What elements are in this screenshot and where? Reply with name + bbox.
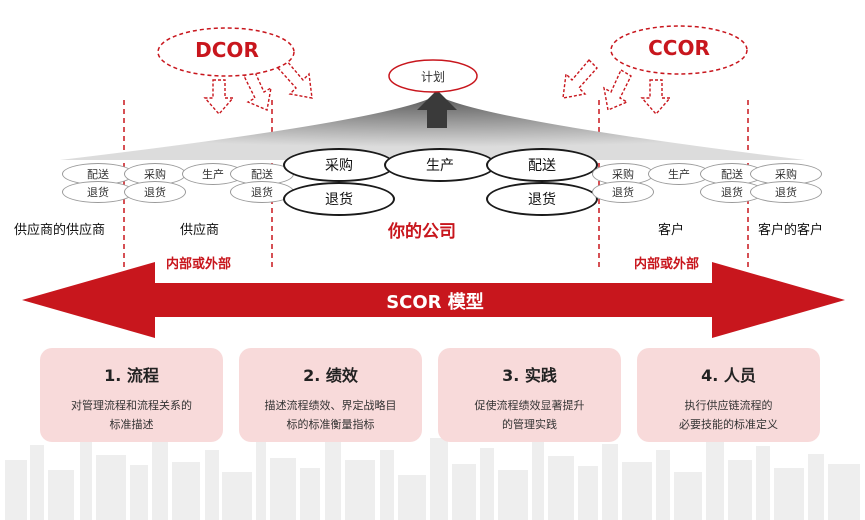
card-process-line1: 对管理流程和流程关系的 xyxy=(71,399,192,412)
co-source-return: 退货 xyxy=(283,182,395,216)
dcor-oval xyxy=(157,27,295,77)
card-people-title: 4. 人员 xyxy=(701,366,756,385)
plan-oval xyxy=(388,59,478,93)
co-source: 采购 xyxy=(283,148,395,182)
co-deliver-return: 退货 xyxy=(486,182,598,216)
city-skyline-background xyxy=(5,428,860,520)
ccor-label: CCOR xyxy=(648,36,710,60)
dcor-label: DCOR xyxy=(195,38,259,62)
card-performance-desc: 描述流程绩效、界定战略目 标的标准衡量指标 xyxy=(239,396,422,434)
scor-double-arrow xyxy=(22,262,845,338)
card-practice: 3. 实践 促使流程绩效显著提升 的管理实践 xyxy=(438,348,621,442)
sup-source-return: 退货 xyxy=(124,181,186,203)
card-practice-line2: 的管理实践 xyxy=(502,418,557,431)
cc-return: 退货 xyxy=(750,181,822,203)
dcor-arrow-2 xyxy=(243,68,272,111)
supplier-supplier-label: 供应商的供应商 xyxy=(14,223,106,238)
sup-deliver: 配送 xyxy=(230,163,294,185)
plan-up-arrow xyxy=(417,90,457,128)
cu-make: 生产 xyxy=(648,163,710,185)
card-performance: 2. 绩效 描述流程绩效、界定战略目 标的标准衡量指标 xyxy=(239,348,422,442)
cu-source-return: 退货 xyxy=(592,181,654,203)
plan-label: 计划 xyxy=(420,70,445,84)
ccor-arrow-2 xyxy=(603,68,632,111)
card-practice-title: 3. 实践 xyxy=(502,366,557,385)
internal-external-left: 内部或外部 xyxy=(166,257,232,272)
dcor-arrow-3 xyxy=(277,58,313,99)
card-process: 1. 流程 对管理流程和流程关系的 标准描述 xyxy=(40,348,223,442)
scor-model-label: SCOR 模型 xyxy=(386,292,484,313)
ccor-arrow-1 xyxy=(640,79,672,116)
card-performance-title: 2. 绩效 xyxy=(303,366,358,385)
supplier-label: 供应商 xyxy=(180,223,220,238)
card-performance-line2: 标的标准衡量指标 xyxy=(286,418,375,431)
card-people-desc: 执行供应链流程的 必要技能的标准定义 xyxy=(637,396,820,434)
ss-return: 退货 xyxy=(62,181,134,203)
card-process-line2: 标准描述 xyxy=(109,418,154,431)
ccor-oval xyxy=(610,25,748,75)
ss-deliver: 配送 xyxy=(62,163,134,185)
customer-label: 客户 xyxy=(658,223,685,238)
card-practice-line1: 促使流程绩效显著提升 xyxy=(474,399,585,412)
cu-source: 采购 xyxy=(592,163,654,185)
co-deliver: 配送 xyxy=(486,148,598,182)
cu-deliver-return: 退货 xyxy=(700,181,764,203)
internal-external-right: 内部或外部 xyxy=(634,257,700,272)
customer-customer-label: 客户的客户 xyxy=(758,223,824,238)
card-practice-desc: 促使流程绩效显著提升 的管理实践 xyxy=(438,396,621,434)
card-people-line1: 执行供应链流程的 xyxy=(684,399,773,412)
card-process-title: 1. 流程 xyxy=(104,366,159,385)
card-people-line2: 必要技能的标准定义 xyxy=(679,418,778,431)
co-make: 生产 xyxy=(384,148,496,182)
card-performance-line1: 描述流程绩效、界定战略目 xyxy=(264,399,397,412)
card-process-desc: 对管理流程和流程关系的 标准描述 xyxy=(40,396,223,434)
company-label: 你的公司 xyxy=(388,222,456,242)
ccor-arrow-3 xyxy=(562,58,598,99)
card-people: 4. 人员 执行供应链流程的 必要技能的标准定义 xyxy=(637,348,820,442)
sup-make: 生产 xyxy=(182,163,244,185)
dcor-arrow-1 xyxy=(203,79,235,116)
